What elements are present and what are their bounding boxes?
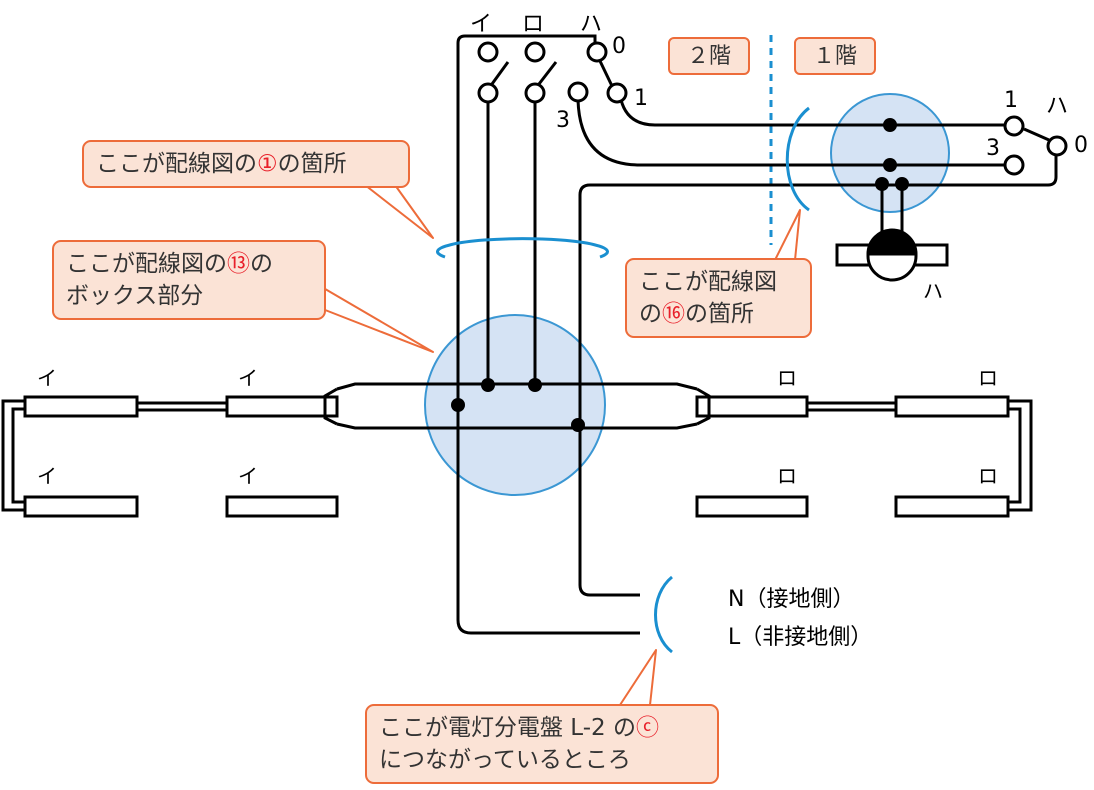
floor-label-1f: １階 (794, 37, 876, 75)
switch-label-ha: ハ (580, 12, 603, 37)
callout-16-mark: ⑯ (662, 301, 685, 327)
fixture-label-i-2: イ (238, 366, 258, 390)
junction-box-13 (424, 314, 606, 496)
switch-label-ro: ロ (522, 12, 545, 37)
callout-c-text: ここが電灯分電盤 L-2 の (379, 715, 636, 741)
callout-c-mark: ⓒ (635, 715, 659, 741)
wires (456, 34, 1058, 635)
switch-pos-0: 0 (612, 34, 626, 59)
fixture-i-2 (225, 395, 339, 418)
switch2-label-ha: ハ (1046, 94, 1069, 119)
callout-location-13: ここが配線図の⑬の ボックス部分 (52, 240, 326, 320)
junction-box-16 (830, 93, 950, 213)
fixture-ro-2 (894, 395, 1010, 418)
callout-13-text-after: の (250, 251, 273, 277)
neutral-label: N（接地側） (728, 587, 855, 612)
callout-1-mark: ① (257, 151, 278, 177)
fluorescent-fixtures (23, 395, 1010, 518)
fixture-label-i-1: イ (37, 366, 57, 390)
switch-terminals (477, 41, 1068, 176)
callout-panel-c: ここが電灯分電盤 L-2 のⓒ につながっているところ (365, 704, 719, 784)
lamp-label-ha: ハ (923, 279, 943, 303)
floor-label-2f: ２階 (668, 37, 750, 75)
callout-16-line1: ここが配線図 (639, 269, 777, 295)
switch2-pos-1: 1 (1004, 88, 1018, 113)
callout-13-text: ここが配線図の (66, 251, 227, 277)
switch-label-i: イ (470, 12, 493, 37)
cable-markers (436, 106, 810, 654)
callout-pointers (319, 184, 801, 706)
switch-pos-3: 3 (556, 108, 570, 133)
ceiling-lamp (835, 228, 949, 282)
fixture-label-i-4: イ (238, 464, 258, 488)
callout-1-text: ここが配線図の (96, 151, 257, 177)
callout-13-mark: ⑬ (227, 251, 250, 277)
switch2-pos-0: 0 (1074, 133, 1088, 158)
fixture-i-3 (23, 495, 139, 518)
fixture-label-ro-3: ロ (777, 464, 797, 488)
fixture-ro-1 (695, 395, 809, 418)
switch2-pos-3: 3 (986, 136, 1000, 161)
callout-location-1: ここが配線図の①の箇所 (82, 140, 410, 188)
callout-c-line2: につながっているところ (379, 747, 631, 773)
fixture-wires (1, 382, 1033, 512)
switch-pos-1: 1 (634, 86, 648, 111)
fixture-label-ro-1: ロ (777, 366, 797, 390)
connection-dots (451, 118, 909, 432)
fixture-i-1 (23, 395, 139, 418)
fixture-ro-3 (695, 495, 809, 518)
fixture-i-4 (225, 495, 339, 518)
fixture-ro-4 (894, 495, 1010, 518)
callout-16-text-after: の箇所 (685, 301, 754, 327)
fixture-label-i-3: イ (37, 464, 57, 488)
hot-label: L（非接地側） (728, 625, 873, 650)
callout-13-line2: ボックス部分 (66, 283, 204, 309)
callout-16-text: の (639, 301, 662, 327)
callout-1-text-after: の箇所 (277, 151, 347, 177)
callout-location-16: ここが配線図 の⑯の箇所 (625, 258, 812, 338)
fixture-label-ro-4: ロ (978, 464, 998, 488)
fixture-label-ro-2: ロ (978, 366, 998, 390)
